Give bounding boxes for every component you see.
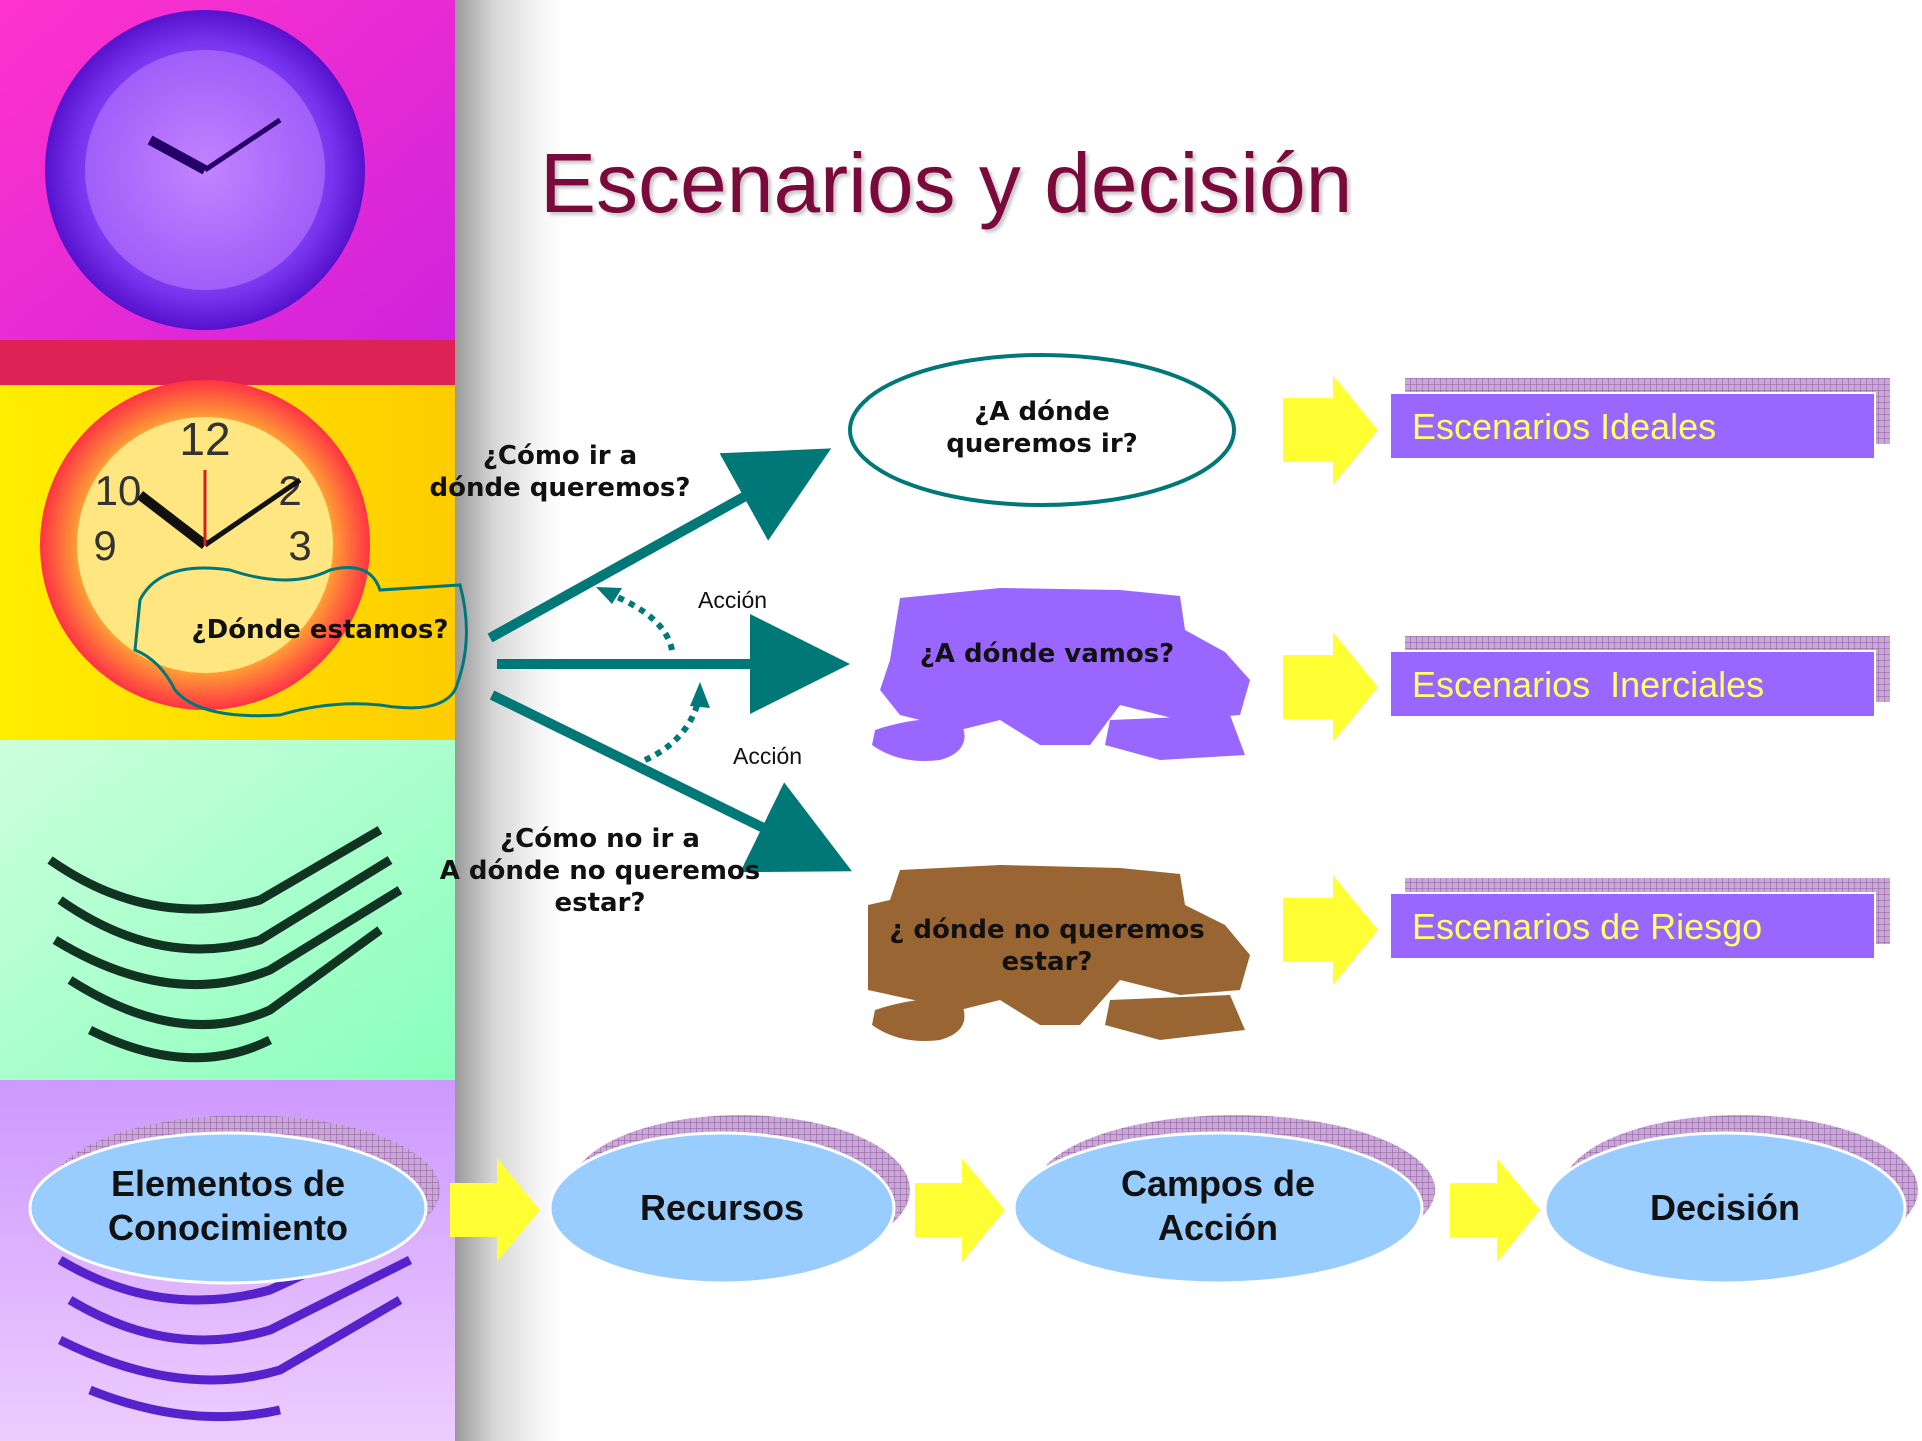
svg-text:10: 10 — [95, 467, 142, 514]
process-pill-action-fields — [1012, 1115, 1435, 1285]
block-arrow-row-2 — [1283, 632, 1378, 742]
action-label-lower: Acción — [733, 743, 803, 769]
process-pill-decision — [1543, 1115, 1918, 1285]
svg-text:3: 3 — [288, 522, 311, 569]
block-arrow-step-2 — [915, 1158, 1005, 1262]
clock-icon — [45, 10, 365, 330]
risk-destination-blob — [868, 865, 1250, 1041]
process-pill-knowledge — [28, 1115, 440, 1285]
scenario-label-ideal: Escenarios Ideales — [1412, 406, 1717, 447]
step-knowledge-label: Elementos de Conocimiento — [108, 1163, 348, 1248]
scenario-box-risk — [1389, 878, 1890, 960]
scenario-label-inertial: Escenarios Inerciales — [1412, 664, 1765, 705]
stack-of-papers-icon — [47, 826, 403, 1063]
svg-text:12: 12 — [179, 413, 230, 465]
scenario-box-inertial — [1389, 636, 1890, 718]
current-position-outline — [133, 566, 468, 718]
block-arrow-step-3 — [1450, 1158, 1540, 1262]
desired-destination-ellipse — [848, 353, 1236, 507]
current-position-question: ¿Dónde estamos? — [191, 615, 449, 645]
block-arrow-row-1 — [1283, 375, 1378, 485]
process-pill-resources — [548, 1115, 910, 1285]
arrow-to-desired — [487, 448, 832, 643]
risk-destination-label: ¿ dónde no queremos estar? — [889, 915, 1205, 977]
clock-icon: 12 10 9 3 2 — [40, 380, 370, 710]
desired-destination-label: ¿A dónde queremos ir? — [946, 397, 1138, 459]
step-decision-label: Decisión — [1649, 1187, 1801, 1228]
trend-destination-label: ¿A dónde vamos? — [919, 639, 1175, 669]
block-arrow-row-3 — [1283, 875, 1378, 985]
svg-text:2: 2 — [278, 467, 301, 514]
path-question-desired: ¿Cómo ir a dónde queremos? — [429, 441, 691, 503]
action-label-upper: Acción — [698, 587, 768, 613]
step-resources-label: Recursos — [639, 1187, 805, 1228]
svg-text:9: 9 — [93, 522, 116, 569]
scenario-label-risk: Escenarios de Riesgo — [1412, 906, 1763, 947]
step-action-fields-label: Campos de Acción — [1120, 1163, 1316, 1248]
path-question-avoid: ¿Cómo no ir a A dónde no queremos estar? — [439, 824, 761, 918]
stack-of-papers-icon — [57, 1225, 413, 1422]
trend-destination-blob — [872, 588, 1250, 761]
arrow-to-risk — [489, 690, 852, 873]
block-arrow-step-1 — [450, 1158, 540, 1262]
slide-title: Escenarios y decisión — [540, 136, 1353, 230]
action-arrow-upper — [603, 589, 675, 651]
scenario-box-ideal — [1389, 378, 1890, 460]
